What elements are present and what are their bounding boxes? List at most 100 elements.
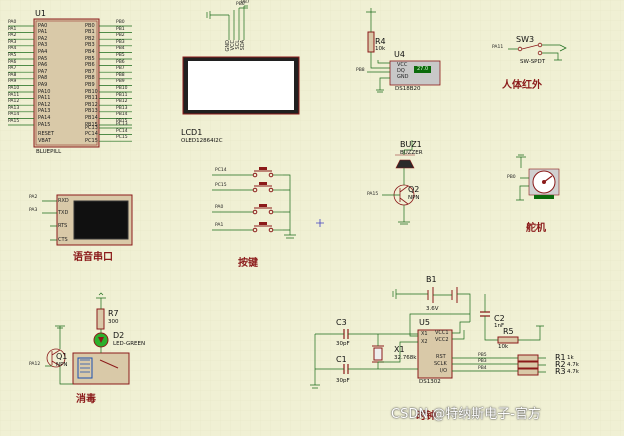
speech-module[interactable] — [56, 194, 133, 246]
speech-pin-rxd: RXD — [58, 198, 69, 204]
c1-ref: C1 — [336, 355, 347, 364]
u1-pin-pb7: PB7 — [85, 68, 95, 75]
x1-ref: X1 — [394, 345, 405, 354]
u1-net-pa0: PA0 — [8, 20, 17, 25]
speech-pin-cts: CTS — [58, 237, 68, 243]
lcd-wires — [206, 5, 248, 40]
u1-net-pb9: PB9 — [116, 79, 125, 85]
lcd-net-scl: PB6 — [236, 2, 245, 7]
u1-net-pa8: PA8 — [8, 72, 17, 78]
u5-ds1302[interactable] — [417, 329, 453, 379]
rtc-net-io: PB4 — [478, 366, 487, 371]
lcd-oled-display[interactable] — [182, 56, 300, 115]
keys-group — [283, 174, 296, 239]
d2-led[interactable] — [93, 332, 109, 348]
u5-pin-vcc2: VCC2 — [435, 337, 449, 343]
rtc-wires — [310, 289, 546, 389]
u1-net-pa3: PA3 — [8, 39, 17, 45]
buzzer-component[interactable] — [395, 154, 415, 169]
d2-ref: D2 — [113, 331, 125, 340]
servo-label: 舵机 — [526, 223, 546, 234]
u1-left-pin-wires — [8, 25, 34, 126]
u1-name: BLUEPILL — [36, 149, 62, 155]
c2-val: 1nF — [494, 323, 505, 329]
sw3-switch[interactable] — [517, 42, 543, 56]
key-switch-1[interactable] — [212, 167, 283, 178]
u1-pin-pc15: PC15 — [85, 137, 98, 144]
u5-pin-x1: X1 — [421, 331, 428, 337]
probe-marker — [316, 219, 324, 227]
q2-type: NPN — [408, 195, 420, 201]
sw3-name: SW-SPDT — [520, 59, 546, 65]
u5-name: DS1302 — [419, 379, 441, 385]
r7-ref: R7 — [108, 309, 119, 318]
u1-net-pc14: PC14 — [116, 128, 128, 134]
speech-pin-txd: TXD — [58, 210, 69, 216]
disinfect-net-label: PA12 — [29, 362, 41, 367]
u1-net-pa15: PA15 — [8, 119, 20, 124]
u1-net-pa6: PA6 — [8, 59, 17, 65]
r1-val: 1k — [567, 355, 574, 361]
u1-net-pa10: PA10 — [8, 86, 20, 91]
u1-pin-pb6: PB6 — [85, 62, 95, 69]
u1-net-pb7: PB7 — [116, 66, 125, 72]
u1-pin-pa5: PA5 — [38, 55, 48, 62]
u1-net-pa9: PA9 — [8, 79, 17, 85]
r3-ref: R3 — [555, 367, 566, 376]
u1-pin-pb10: PB10 — [85, 88, 98, 95]
key-switch-2[interactable] — [212, 182, 283, 193]
u5-pin-sclk: SCLK — [434, 361, 447, 367]
u1-pin-pa7: PA7 — [38, 68, 48, 75]
u4-pin-vcc: VCC — [397, 62, 408, 68]
q2-ref: Q2 — [408, 185, 420, 194]
u1-net-pa4: PA4 — [8, 46, 17, 52]
keys-label: 按键 — [238, 258, 258, 269]
u5-pin-vcc1: VCC1 — [435, 330, 449, 336]
c2-ref: C2 — [494, 314, 505, 323]
relay[interactable] — [72, 352, 130, 385]
u1-pin-pa14: PA14 — [38, 114, 51, 121]
u5-pin-rst: RST — [436, 354, 446, 360]
r7-resistor[interactable] — [96, 308, 105, 330]
u1-pin-pa6: PA6 — [38, 62, 48, 69]
u4-net-label: PB8 — [356, 68, 365, 73]
speech-pin-rts: RTS — [58, 223, 68, 229]
speech-label: 语音串口 — [73, 252, 113, 263]
b1-ref: B1 — [426, 275, 437, 284]
u1-pin-pb11: PB11 — [85, 95, 98, 102]
lcd-pin-sda: SDA — [240, 40, 246, 51]
u1-net-pb13: PB13 — [116, 105, 128, 111]
u4-wires — [366, 8, 390, 93]
u4-ds18b20[interactable] — [367, 31, 441, 86]
key-switch-4[interactable] — [212, 222, 283, 233]
buz-name: BUZZER — [400, 150, 423, 156]
servo-motor[interactable] — [528, 168, 560, 199]
r2-val: 4.7k — [567, 362, 579, 368]
rtc-net-sclk: PB3 — [478, 359, 487, 364]
u1-net-pa1: PA1 — [8, 26, 17, 32]
r2-ref: R2 — [555, 360, 566, 369]
u1-net-pb2: PB2 — [116, 33, 125, 39]
u1-pin-pa10: PA10 — [38, 88, 51, 95]
u5-pin-x2: X2 — [421, 339, 428, 345]
u1-pin-pa13: PA13 — [38, 108, 51, 115]
r7-val: 300 — [108, 319, 119, 325]
u1-net-pb15: PB15 — [116, 119, 128, 124]
key-net-pa0: PA0 — [215, 205, 224, 210]
u1-net-pa12: PA12 — [8, 99, 20, 105]
u1-net-pb1: PB1 — [116, 26, 125, 32]
u1-net-pb11: PB11 — [116, 92, 128, 98]
x1-crystal[interactable] — [372, 345, 384, 363]
servo-net-label: PB0 — [507, 175, 516, 180]
u1-bluepill[interactable] — [33, 18, 100, 148]
u1-pin-pa4: PA4 — [38, 48, 48, 55]
u1-pin-pb14: PB14 — [85, 114, 98, 121]
u1-pin-pa2: PA2 — [38, 35, 48, 42]
u4-name: DS18B20 — [395, 86, 421, 92]
u1-net-pb14: PB14 — [116, 112, 128, 118]
key-switch-3[interactable] — [212, 204, 283, 215]
q1-transistor[interactable] — [46, 348, 66, 368]
q1-type: NPN — [56, 362, 68, 368]
sw3-net-label: PA11 — [492, 45, 504, 50]
